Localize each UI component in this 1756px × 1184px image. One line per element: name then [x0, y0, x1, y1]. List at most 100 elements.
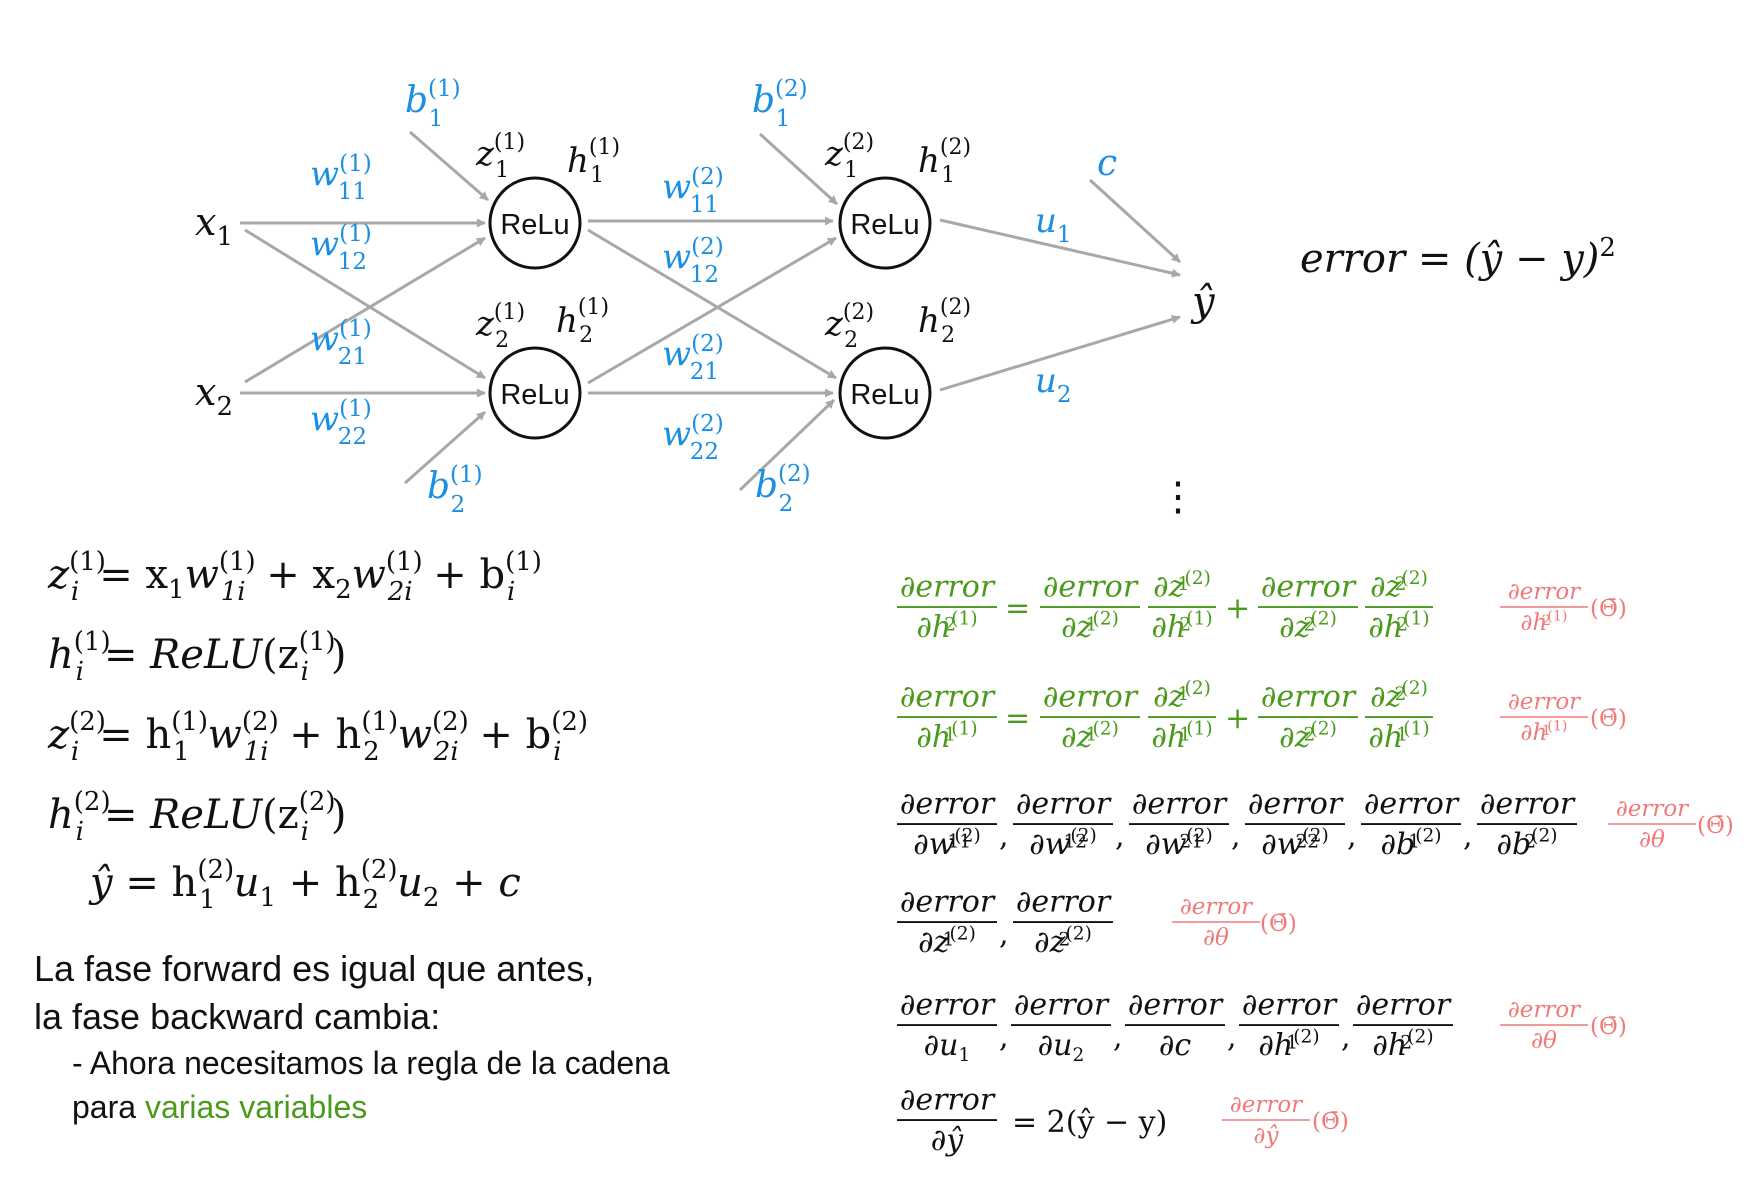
fraction-denominator: ∂h(2)2	[1372, 1026, 1433, 1063]
frac-pink: ∂error∂h(1)1	[1500, 689, 1588, 746]
fraction-numerator: ∂z(2)2	[1370, 678, 1428, 715]
frac-grad-b2: ∂error∂b(2)2	[1477, 787, 1577, 862]
frac-grad-b1: ∂error∂b(2)1	[1361, 787, 1461, 862]
fraction-denominator: ∂w(2)22	[1261, 825, 1329, 862]
weight-w21-2: w(2)21	[662, 331, 724, 385]
fraction-numerator: ∂error	[1230, 1092, 1304, 1118]
fraction-numerator: ∂error	[1261, 680, 1357, 715]
fraction-denominator: ∂w(2)11	[913, 825, 981, 862]
fraction-denominator: ∂w(2)12	[1029, 825, 1097, 862]
frac-pink: ∂error∂θ	[1500, 997, 1588, 1054]
theta-expr: (Θ̄)	[1312, 1109, 1349, 1135]
fraction-denominator: ∂h(1)2	[1521, 608, 1568, 636]
fraction-numerator: ∂error	[1508, 579, 1582, 605]
fraction-numerator: ∂error	[900, 885, 996, 920]
fraction-numerator: ∂error	[1016, 787, 1112, 822]
input-x1: x1	[195, 200, 233, 252]
fraction-numerator: ∂error	[1508, 997, 1582, 1023]
equals-sign: =	[1005, 591, 1030, 626]
fraction-numerator: ∂error	[1242, 988, 1338, 1023]
fraction-denominator: ∂h(1)1	[1521, 718, 1568, 746]
error-equation: error = (ŷ − y)2	[1300, 233, 1616, 282]
frac-grad-w11: ∂error∂w(2)11	[897, 787, 997, 862]
bias-b2-2: b(2)2	[755, 461, 811, 517]
fraction-numerator: ∂error	[1356, 988, 1452, 1023]
theta-expr: (Θ̄)	[1590, 596, 1627, 622]
edge-n21-n12	[587, 236, 837, 385]
network-labels: x1 x2 z(1)1 h(1)1 z(1)2 h(1)2 z(2)1 h(2)…	[195, 76, 1216, 518]
weight-u2: u2	[1035, 361, 1072, 408]
frac-dz1-dh: ∂z(2)1∂h(1)2	[1148, 568, 1216, 645]
edge-x2-n11	[244, 236, 486, 384]
note-bullet-line2: para varias variables	[72, 1089, 367, 1126]
fraction-numerator: ∂error	[900, 988, 996, 1023]
fraction-numerator: ∂error	[900, 1083, 996, 1118]
neuron-layer2-2: ReLu	[838, 346, 932, 440]
output-yhat: ŷ	[1190, 279, 1216, 325]
fraction-denominator: ∂z(2)2	[1279, 718, 1337, 755]
fraction-denominator: ∂z(2)1	[918, 923, 976, 960]
label-h2-1: h(1)2	[556, 295, 609, 348]
note-bullet-line1: - Ahora necesitamos la regla de la caden…	[72, 1045, 670, 1081]
edge-n22-y	[939, 315, 1181, 392]
fraction-denominator: ∂h(1)2	[1151, 608, 1212, 645]
fraction-numerator: ∂z(2)1	[1153, 678, 1211, 715]
frac-grad-h1: ∂error∂h(2)1	[1239, 988, 1339, 1063]
bias-b1-1: b(1)1	[405, 76, 461, 132]
fraction-numerator: ∂error	[1014, 988, 1110, 1023]
fraction-denominator: ∂h(1)2	[1368, 608, 1429, 645]
frac-pink: ∂error∂ŷ	[1222, 1092, 1310, 1149]
frac-grad-h2: ∂error∂h(2)2	[1353, 988, 1453, 1063]
edge-x1-n21	[244, 228, 486, 380]
fraction-denominator: ∂h(1)1	[1368, 718, 1429, 755]
comma: ,	[1113, 1020, 1123, 1055]
comma: ,	[1463, 819, 1473, 854]
frac-pink: ∂error∂θ	[1608, 796, 1696, 853]
edge-n11-n22	[587, 228, 837, 380]
fraction-numerator: ∂error	[1043, 570, 1139, 605]
eq-h2: h(2)i= ReLU(z(2)i)	[48, 787, 347, 847]
frac-grad-z2: ∂error∂z(2)2	[1013, 885, 1113, 960]
fraction-denominator: ∂z(2)1	[1061, 608, 1119, 645]
rhs-derivative: = 2(ŷ − y)	[1012, 1105, 1167, 1140]
frac-grad-u2: ∂error∂u2	[1011, 988, 1111, 1066]
fraction-denominator: ∂ŷ	[931, 1123, 965, 1158]
note-line1: La fase forward es igual que antes,	[34, 948, 595, 989]
fraction-numerator: ∂error	[1043, 680, 1139, 715]
fraction-numerator: ∂error	[1016, 885, 1112, 920]
fraction-denominator: ∂c	[1159, 1028, 1192, 1063]
plus-sign: +	[1225, 701, 1250, 736]
fraction-denominator: ∂b(2)1	[1380, 825, 1441, 862]
fraction-denominator: ∂h(1)1	[1151, 718, 1212, 755]
ellipsis-dots: ⋮	[1158, 474, 1198, 520]
weight-w12-1: w(1)12	[310, 221, 372, 275]
fraction-numerator: ∂z(2)1	[1153, 568, 1211, 605]
neurons: ReLu ReLu ReLu ReLu	[488, 176, 932, 440]
fraction-numerator: ∂error	[900, 787, 996, 822]
fraction-denominator: ∂z(2)2	[1034, 923, 1092, 960]
frac-dE-dz1: ∂error∂z(2)1	[1040, 680, 1140, 755]
fraction-numerator: ∂error	[1616, 796, 1690, 822]
fraction-numerator: ∂error	[1132, 787, 1228, 822]
edge-n12-y	[939, 218, 1181, 278]
fraction-numerator: ∂error	[1261, 570, 1357, 605]
fraction-numerator: ∂error	[1128, 988, 1224, 1023]
fraction-denominator: ∂b(2)2	[1496, 825, 1557, 862]
plus-sign: +	[1225, 591, 1250, 626]
frac-grad-z1: ∂error∂z(2)1	[897, 885, 997, 960]
label-z1-1: z(1)1	[475, 130, 525, 183]
edge-b1-n11	[409, 130, 489, 202]
frac-grad-u1: ∂error∂u1	[897, 988, 997, 1066]
label-z2-1: z(1)2	[475, 300, 525, 353]
fraction-numerator: ∂error	[900, 570, 996, 605]
frac-dE-dz2: ∂error∂z(2)2	[1258, 680, 1358, 755]
eq-z1: z(1)i= x1w(1)1i + x2w(1)2i + b(1)i	[47, 547, 542, 607]
frac-dz2-dh: ∂z(2)2∂h(1)2	[1365, 568, 1433, 645]
weight-w22-1: w(1)22	[310, 396, 372, 450]
edges	[240, 130, 1182, 492]
theta-expr: (Θ̄)	[1260, 911, 1297, 937]
frac-dz1-dh: ∂z(2)1∂h(1)1	[1148, 678, 1216, 755]
edge-b22-n22	[738, 398, 836, 492]
